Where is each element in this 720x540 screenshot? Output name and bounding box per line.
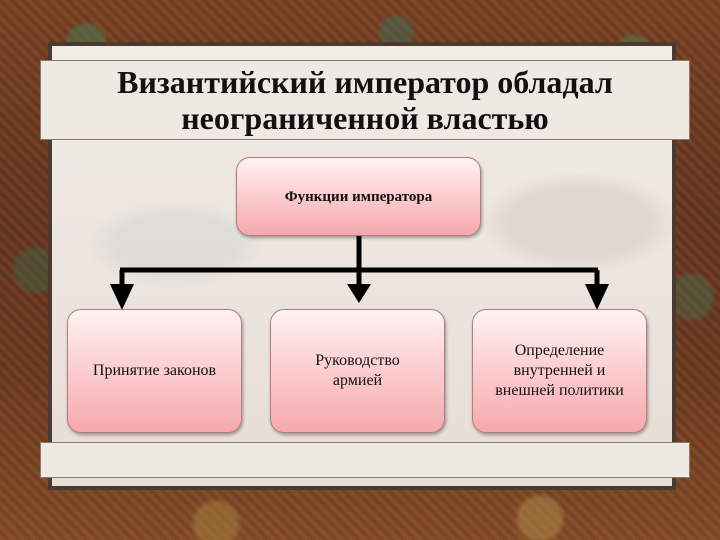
slide-title: Византийский император обладал неогранич… bbox=[117, 64, 613, 136]
title-box: Византийский император обладал неогранич… bbox=[40, 60, 690, 140]
node-label: Определение внутренней и внешней политик… bbox=[495, 342, 624, 399]
node-lawmaking: Принятие законов bbox=[67, 309, 242, 433]
node-label: Функции императора bbox=[284, 188, 433, 205]
node-label: Принятие законов bbox=[92, 362, 217, 379]
node-emperor-functions: Функции императора bbox=[236, 157, 481, 236]
node-label: Руководство армией bbox=[315, 352, 400, 389]
node-army-command: Руководство армией bbox=[270, 309, 445, 433]
node-policy: Определение внутренней и внешней политик… bbox=[472, 309, 647, 433]
bottom-caption-box bbox=[40, 442, 690, 478]
